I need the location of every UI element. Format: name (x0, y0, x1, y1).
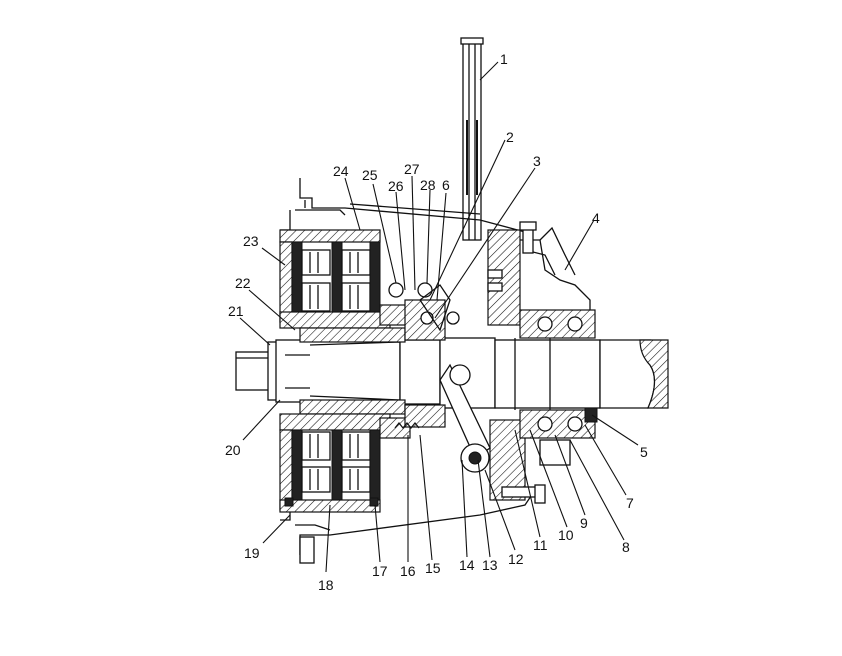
control-lever (460, 37, 484, 241)
clutch-pack-top (279, 229, 411, 343)
callout-1: 1 (500, 51, 508, 67)
callout-9: 9 (580, 515, 588, 531)
release-mechanism (388, 282, 491, 473)
callout-21: 21 (228, 303, 244, 319)
callout-6: 6 (442, 177, 450, 193)
input-shaft (235, 337, 669, 410)
callout-17: 17 (372, 563, 388, 579)
leader-lines (239, 61, 639, 573)
callout-8: 8 (622, 539, 630, 555)
callout-14: 14 (459, 557, 475, 573)
callout-24: 24 (333, 163, 349, 179)
callout-4: 4 (592, 210, 600, 226)
callout-19: 19 (244, 545, 260, 561)
callout-2: 2 (506, 129, 514, 145)
output-bearing (519, 309, 598, 466)
callout-7: 7 (626, 495, 634, 511)
callout-20: 20 (225, 442, 241, 458)
callout-16: 16 (400, 563, 416, 579)
callout-12: 12 (508, 551, 524, 567)
callout-26: 26 (388, 178, 404, 194)
callout-15: 15 (425, 560, 441, 576)
callout-11: 11 (533, 537, 548, 553)
clutch-pack-bottom (279, 399, 411, 513)
callout-23: 23 (243, 233, 259, 249)
callout-3: 3 (533, 153, 541, 169)
callout-28: 28 (420, 177, 436, 193)
callout-22: 22 (235, 275, 251, 291)
callout-18: 18 (318, 577, 334, 593)
callout-25: 25 (362, 167, 378, 183)
callout-27: 27 (404, 161, 420, 177)
callout-13: 13 (482, 557, 498, 573)
callout-labels: 1 2 3 4 5 6 7 8 9 10 11 12 13 14 15 16 1… (225, 51, 648, 593)
callout-5: 5 (640, 444, 648, 460)
callout-10: 10 (558, 527, 574, 543)
clutch-housing (280, 178, 591, 564)
